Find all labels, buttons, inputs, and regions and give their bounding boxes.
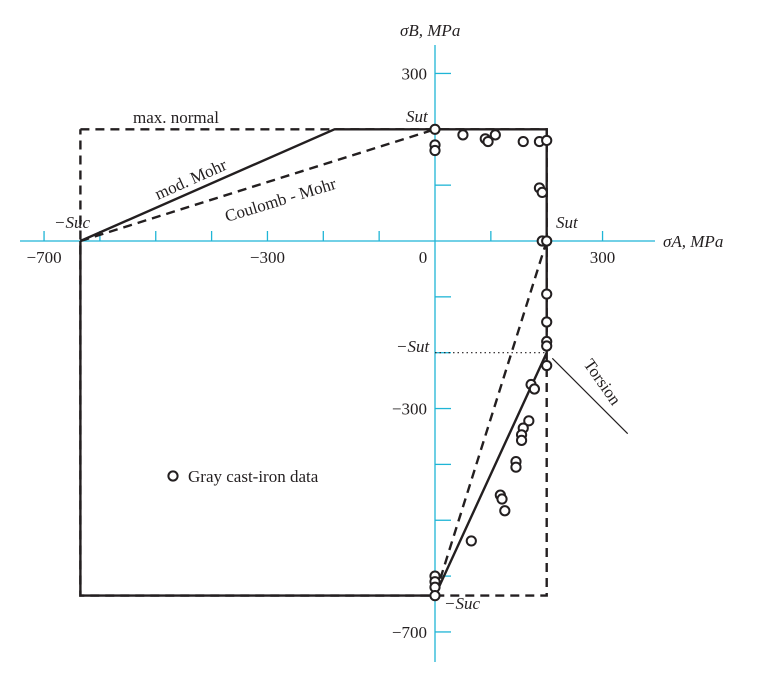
neg-sut-label: −Sut xyxy=(396,337,430,356)
y-tick-label: 300 xyxy=(402,64,428,83)
x-tick-label: −300 xyxy=(250,248,285,267)
sut-right-label: Sut xyxy=(556,213,579,232)
y-tick-label: −300 xyxy=(392,400,427,419)
x-tick-label: 0 xyxy=(419,248,428,267)
failure-boundaries xyxy=(79,128,629,597)
data-point xyxy=(517,135,529,148)
data-point xyxy=(523,415,535,427)
data-points xyxy=(167,123,553,602)
data-point xyxy=(429,590,441,602)
boundary-mod-mohr xyxy=(79,128,548,597)
boundary-torsion xyxy=(551,357,629,435)
data-point xyxy=(429,123,441,135)
axes xyxy=(20,45,655,662)
data-point xyxy=(499,505,511,517)
labels: σB, MPa σA, MPa Sut Sut −Sut −Suc −Suc m… xyxy=(27,21,724,642)
boundary-max-normal xyxy=(79,128,548,597)
boundary-coulomb-mohr xyxy=(433,240,548,596)
torsion-label: Torsion xyxy=(580,355,626,409)
data-point xyxy=(465,535,477,547)
y-tick-label: −700 xyxy=(392,623,427,642)
data-point xyxy=(429,144,441,157)
data-point xyxy=(536,186,548,199)
y-axis-title: σB, MPa xyxy=(400,21,460,40)
data-point xyxy=(457,129,469,141)
data-point xyxy=(541,340,553,352)
legend-marker xyxy=(167,470,179,482)
data-point xyxy=(541,359,553,372)
data-point xyxy=(541,288,553,300)
data-point xyxy=(541,134,553,147)
max-normal-label: max. normal xyxy=(133,108,219,127)
data-point xyxy=(489,129,501,141)
coulomb-mohr-label: Coulomb - Mohr xyxy=(223,174,339,226)
data-point xyxy=(496,493,508,505)
x-axis-title: σA, MPa xyxy=(663,232,723,251)
sut-top-label: Sut xyxy=(406,107,429,126)
x-tick-label: 300 xyxy=(590,248,616,267)
boundary-coulomb-mohr xyxy=(80,128,436,243)
data-point xyxy=(541,235,553,247)
x-tick-label: −700 xyxy=(27,248,62,267)
data-point xyxy=(482,135,494,148)
data-point xyxy=(510,461,522,473)
data-point xyxy=(541,316,553,328)
data-point xyxy=(528,383,541,395)
data-point xyxy=(515,434,528,446)
legend-label: Gray cast-iron data xyxy=(188,467,319,486)
neg-suc-left-label: −Suc xyxy=(54,213,90,232)
neg-suc-bottom-label: −Suc xyxy=(444,594,480,613)
